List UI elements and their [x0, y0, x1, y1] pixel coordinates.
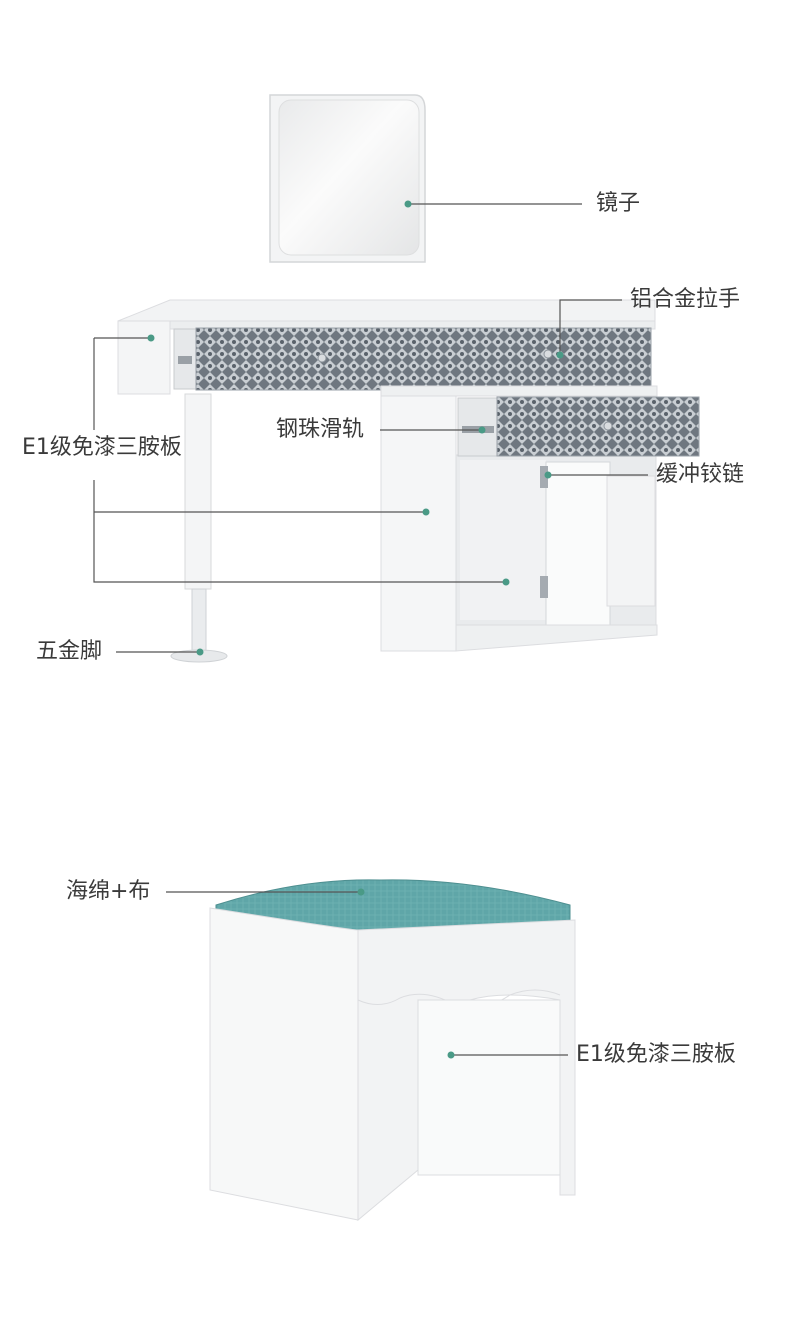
label-metal-leg: 五金脚 — [36, 639, 103, 664]
mirror — [269, 94, 426, 263]
top-drawers — [173, 327, 652, 391]
table-top — [117, 299, 656, 395]
leader-lines — [93, 203, 648, 1056]
label-mirror: 镜子 — [596, 191, 641, 216]
cabinet — [380, 385, 658, 652]
metal-leg — [170, 393, 228, 663]
label-slide-rail: 钢珠滑轨 — [276, 417, 365, 442]
label-stool-cushion: 海绵+布 — [66, 879, 151, 904]
label-table-board: E1级免漆三胺板 — [22, 435, 182, 460]
callout-dots — [147, 200, 564, 1059]
lower-drawer — [457, 396, 700, 457]
label-soft-close-hinge: 缓冲铰链 — [656, 462, 745, 487]
label-stool-board: E1级免漆三胺板 — [576, 1042, 736, 1067]
label-aluminum-handle: 铝合金拉手 — [630, 287, 741, 312]
stool — [209, 879, 576, 1222]
